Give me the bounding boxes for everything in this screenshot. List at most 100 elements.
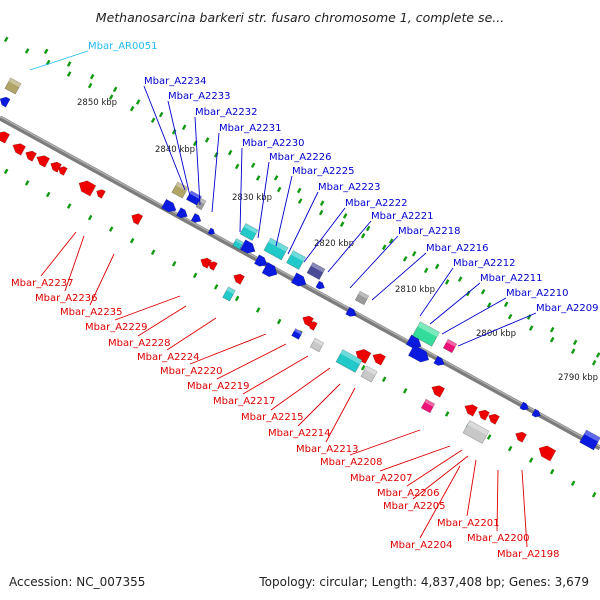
- forward-gene-box-shade: [189, 190, 202, 200]
- label-leader-line: [441, 297, 507, 335]
- label-leader-line: [303, 207, 346, 263]
- tick-dot: [486, 302, 492, 308]
- forward-gene-arrow: [433, 355, 445, 366]
- tick-dot: [423, 267, 429, 274]
- gene-label-lower: Mbar_A2217: [213, 396, 276, 407]
- reverse-gene-arrow: [208, 261, 218, 271]
- gene-label-lower: Mbar_A2206: [377, 488, 440, 499]
- label-leader-line: [275, 175, 293, 247]
- kbp-label: 2830 kbp: [232, 193, 272, 203]
- gene-label-lower: Mbar_A2208: [320, 457, 383, 468]
- reverse-gene-arrow: [78, 180, 97, 197]
- reverse-gene-arrow: [50, 161, 62, 173]
- gene-label-upper: Mbar_A2225: [292, 166, 355, 177]
- tick-dot: [66, 203, 72, 209]
- kbp-label: 2800 kbp: [476, 329, 516, 339]
- gene-gray-shade: [199, 198, 207, 204]
- label-leader-line: [242, 355, 309, 395]
- label-leader-line: [419, 465, 461, 539]
- tick-dot: [507, 313, 513, 320]
- forward-gene-box: [185, 190, 203, 206]
- gene-teal-small: [222, 286, 236, 302]
- gene-magenta-shade: [424, 399, 435, 407]
- label-leader-line: [287, 191, 319, 255]
- tick-dot: [480, 288, 486, 295]
- gene-label-lower: Mbar_A2224: [137, 352, 200, 363]
- label-leader-line: [143, 85, 186, 191]
- forward-gene-box-shade: [294, 328, 303, 335]
- gene-label-upper: Mbar_A2226: [269, 152, 332, 163]
- tick-dot: [570, 348, 576, 355]
- label-leader-line: [379, 445, 451, 472]
- tick-dot: [87, 82, 93, 89]
- gene-gray: [354, 290, 370, 306]
- reverse-gene-arrow: [431, 385, 446, 398]
- tick-dot: [507, 445, 513, 452]
- tick-dot: [192, 272, 198, 279]
- forward-gene-arrow: [531, 408, 541, 418]
- gene-label-upper: Mbar_A2216: [426, 243, 489, 254]
- label-leader-line: [419, 267, 454, 317]
- label-leader-line: [349, 429, 421, 456]
- gene-lightgray: [462, 420, 490, 444]
- label-leader-line: [496, 469, 499, 532]
- gene-teal: [286, 250, 306, 270]
- tick-dot: [528, 325, 534, 331]
- gene-label-lower: Mbar_A2207: [350, 473, 413, 484]
- gene-teal-small: [232, 238, 244, 250]
- gene-label-upper: Mbar_A2211: [480, 273, 543, 284]
- tick-dot: [276, 186, 282, 193]
- gene-label-upper: Mbar_A2222: [345, 198, 408, 209]
- tick-dot: [549, 326, 555, 333]
- gene-magenta: [420, 398, 436, 414]
- gene-teal-shade: [268, 238, 289, 252]
- gene-label-lower: Mbar_A2198: [497, 549, 560, 560]
- tick-dot: [158, 111, 164, 118]
- gene-label-upper: Mbar_A2209: [536, 303, 599, 314]
- reverse-gene-arrow: [538, 445, 557, 462]
- gene-label-lower: Mbar_A2236: [35, 293, 98, 304]
- tick-dot: [402, 256, 408, 262]
- forward-gene-arrow: [176, 207, 188, 219]
- kbp-label: 2840 kbp: [155, 145, 195, 155]
- tick-dot: [457, 276, 463, 282]
- tick-dot: [273, 175, 279, 181]
- tick-dot: [339, 221, 345, 227]
- gene-label-upper: Mbar_A2231: [219, 123, 282, 134]
- gene-green-teal-shade: [417, 321, 440, 337]
- tick-dot: [360, 232, 366, 239]
- label-leader-line: [327, 220, 372, 273]
- tick-dot: [549, 336, 555, 343]
- gene-label-lower: Mbar_A2235: [60, 307, 123, 318]
- tick-dot: [234, 295, 240, 302]
- upper-gene-labels: Mbar_AR0051Mbar_A2234Mbar_A2233Mbar_A223…: [29, 41, 599, 347]
- tick-dot: [66, 61, 72, 67]
- rna-gene-olive-shade: [8, 77, 22, 88]
- reverse-gene-arrow: [36, 155, 51, 168]
- tick-dot: [549, 468, 555, 475]
- gene-label-lower: Mbar_A2219: [187, 381, 250, 392]
- reverse-gene-arrow: [515, 431, 527, 443]
- reverse-gene-arrow: [96, 189, 106, 199]
- tick-dot: [297, 198, 303, 204]
- gene-label-lower: Mbar_A2200: [467, 533, 530, 544]
- gene-lightgray: [309, 337, 325, 353]
- label-leader-line: [521, 469, 528, 548]
- tick-dot: [24, 180, 30, 186]
- tick-dot: [45, 59, 51, 66]
- forward-gene-arrow: [315, 280, 325, 290]
- tick-dot: [444, 411, 450, 417]
- gene-label-upper: Mbar_AR0051: [88, 41, 157, 52]
- label-leader-line: [325, 387, 356, 443]
- label-leader-line: [137, 305, 187, 337]
- label-leader-line: [29, 50, 89, 71]
- footer-topology: Topology: circular; Length: 4,837,408 bp…: [259, 575, 589, 589]
- reverse-gene-arrow: [131, 213, 144, 226]
- tick-dot: [255, 307, 261, 313]
- gene-label-upper: Mbar_A2210: [506, 288, 569, 299]
- gene-magenta: [442, 338, 458, 354]
- label-leader-line: [257, 161, 270, 239]
- label-leader-line: [371, 252, 427, 301]
- gene-label-lower: Mbar_A2215: [241, 412, 304, 423]
